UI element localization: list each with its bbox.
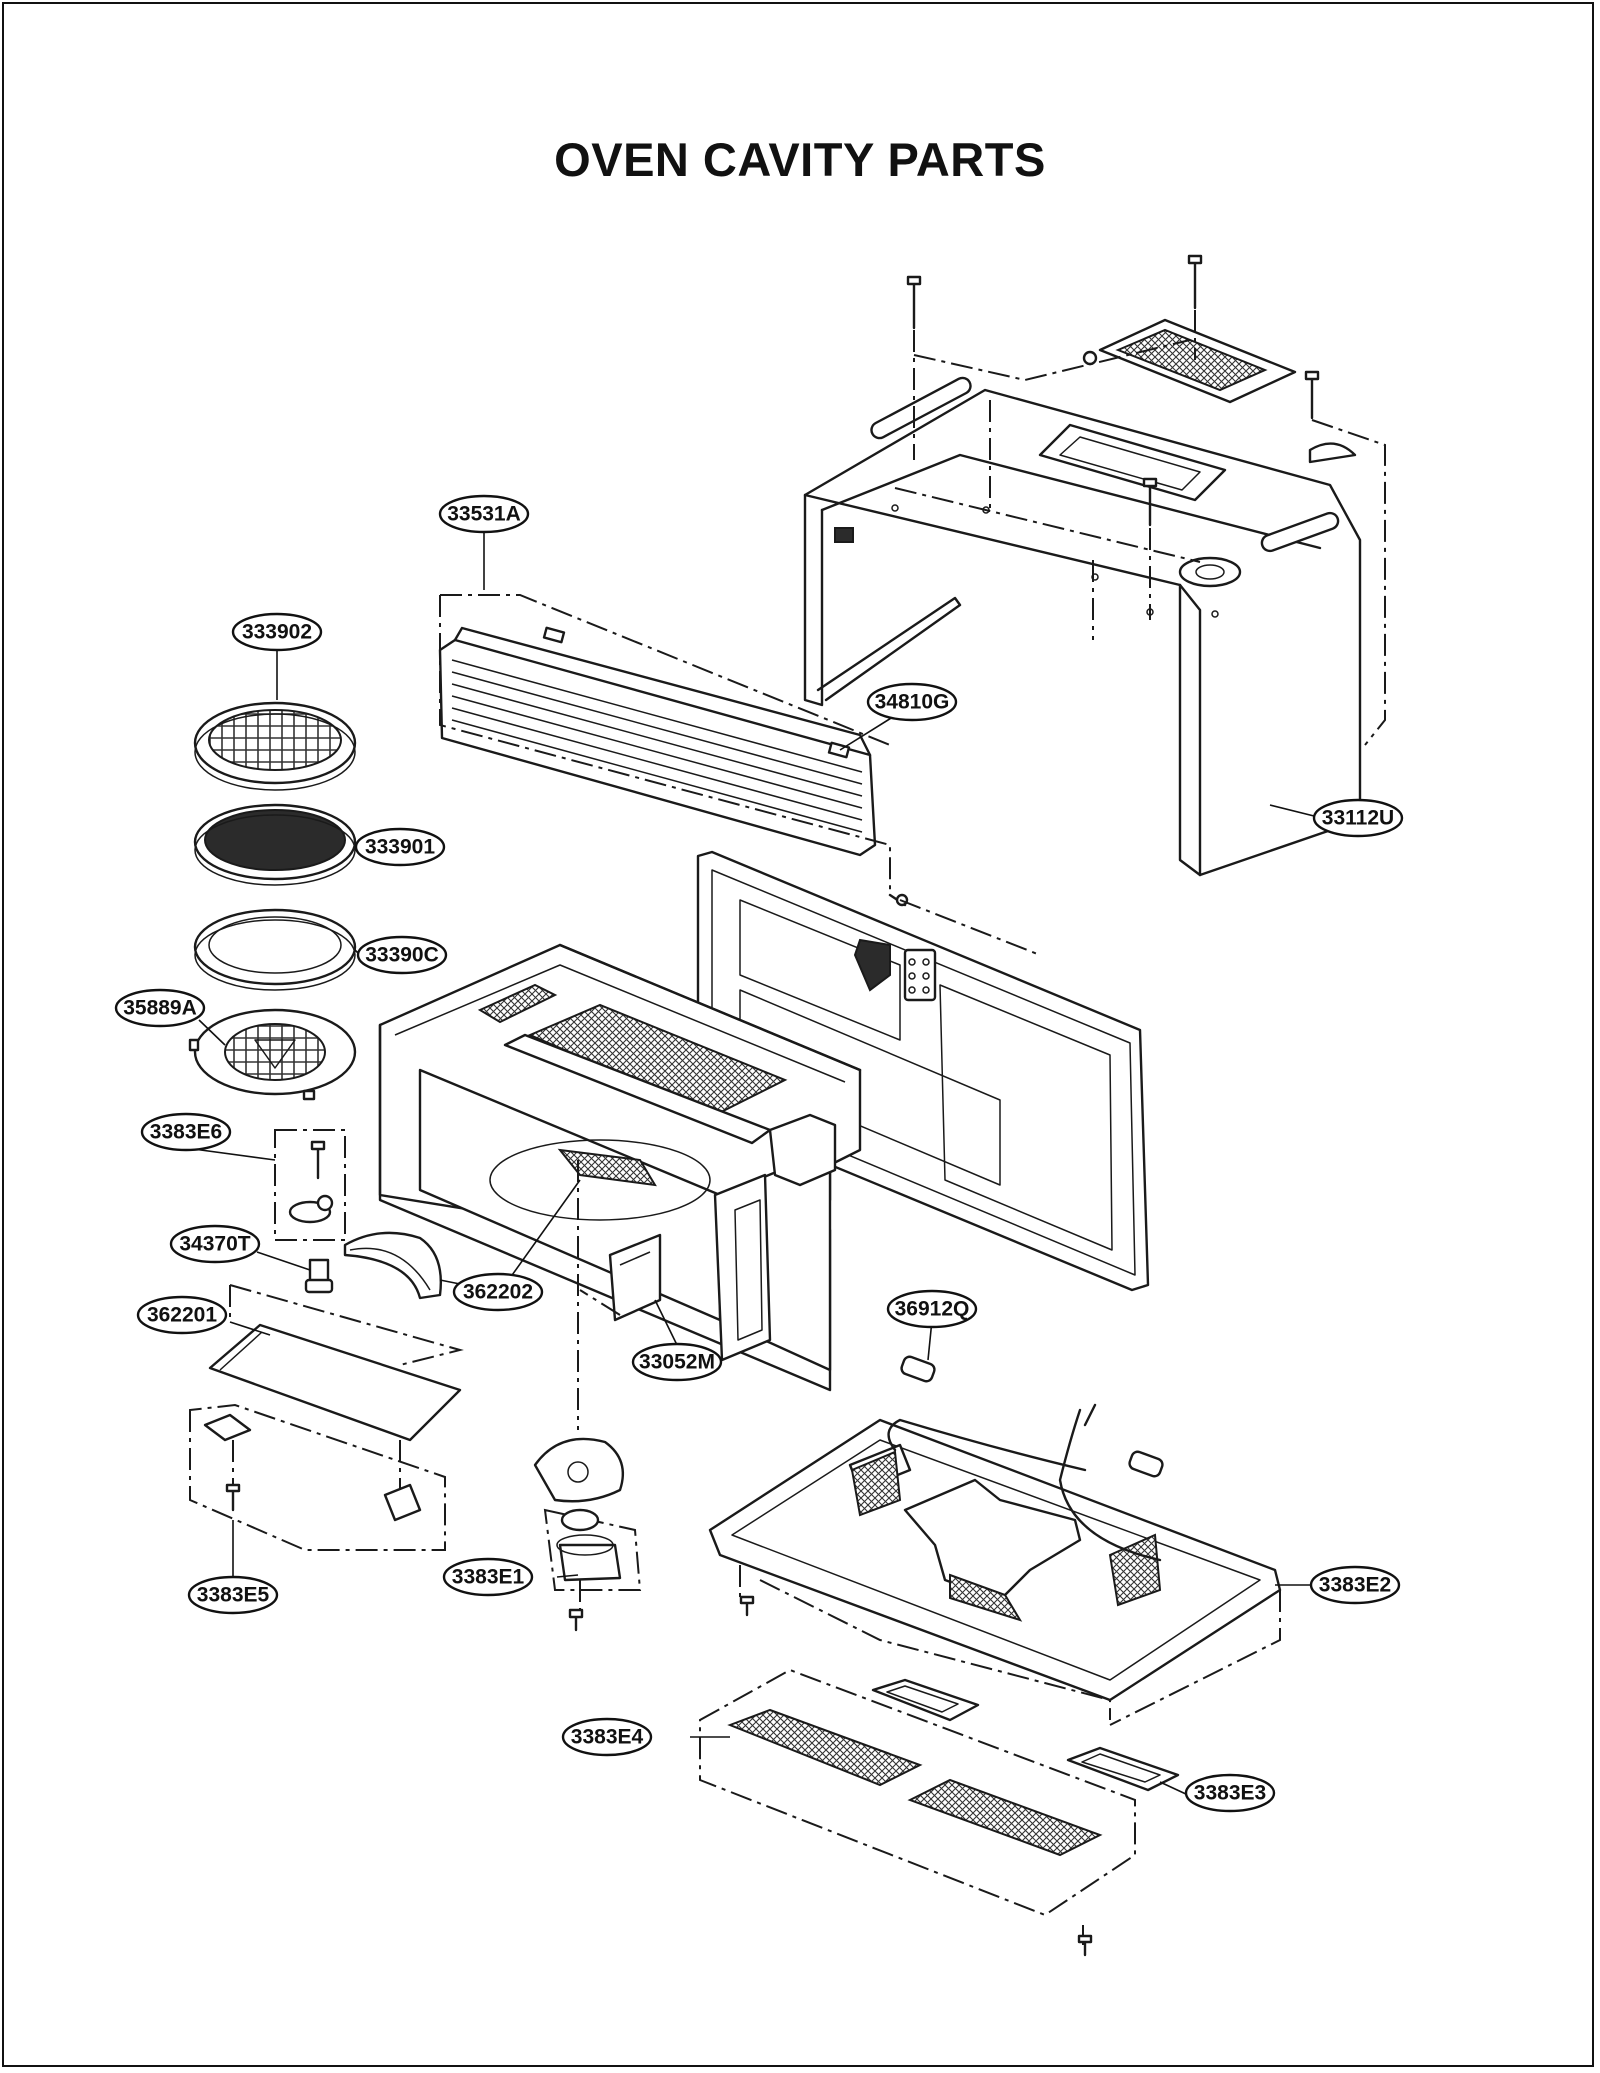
- callout-3383E1: 3383E1: [442, 1557, 534, 1597]
- svg-text:34370T: 34370T: [179, 1233, 250, 1256]
- roller-ring-drawing: [193, 908, 357, 991]
- diagram-title: OVEN CAVITY PARTS: [554, 133, 1046, 186]
- callout-362201: 362201: [136, 1295, 228, 1335]
- vent-grille-drawing: [438, 594, 909, 907]
- shaft-drawing: [304, 1258, 334, 1294]
- cabinet-screws-drawing: [894, 254, 1386, 746]
- lamp-cover-drawing: [343, 1231, 442, 1300]
- callout-3383E2: 3383E2: [1309, 1565, 1401, 1605]
- callout-36912Q: 36912Q: [886, 1289, 978, 1329]
- svg-text:3383E1: 3383E1: [452, 1566, 525, 1589]
- svg-text:35889A: 35889A: [123, 997, 197, 1020]
- top-bracket-drawing: [1082, 318, 1357, 464]
- svg-text:333901: 333901: [365, 836, 435, 859]
- lamp-bulb-drawing: [900, 1355, 1164, 1478]
- coupler-plate-drawing: [188, 1008, 357, 1101]
- callout-33390C: 33390C: [356, 935, 448, 975]
- callout-3383E5: 3383E5: [187, 1575, 279, 1615]
- callout-3383E6: 3383E6: [140, 1112, 232, 1152]
- svg-text:362201: 362201: [147, 1304, 217, 1327]
- callout-33112U: 33112U: [1312, 798, 1404, 838]
- back-panel-drawing: [696, 850, 1150, 1292]
- svg-text:3383E5: 3383E5: [197, 1584, 270, 1607]
- svg-text:3383E2: 3383E2: [1319, 1574, 1391, 1597]
- turntable-motor-drawing: [533, 1160, 642, 1632]
- svg-text:36912Q: 36912Q: [895, 1298, 970, 1321]
- callout-34810G: 34810G: [866, 682, 958, 722]
- svg-text:333902: 333902: [242, 621, 312, 644]
- glass-plate-drawing: [189, 1284, 464, 1551]
- svg-text:3383E6: 3383E6: [150, 1121, 222, 1144]
- callout-333902: 333902: [231, 612, 323, 652]
- coupler-bracket-drawing: [274, 1129, 346, 1241]
- callout-3383E4: 3383E4: [561, 1717, 653, 1757]
- outer-case-drawing: [803, 376, 1362, 877]
- svg-text:33531A: 33531A: [447, 503, 521, 526]
- glass-tray-drawing: [193, 803, 357, 886]
- grill-rack-drawing: [193, 701, 357, 791]
- callout-34370T: 34370T: [169, 1224, 261, 1264]
- callout-33531A: 33531A: [438, 494, 530, 534]
- callout-33052M: 33052M: [631, 1342, 723, 1382]
- callout-362202: 362202: [452, 1272, 544, 1312]
- svg-text:33390C: 33390C: [365, 944, 439, 967]
- svg-text:3383E3: 3383E3: [1194, 1782, 1266, 1805]
- svg-text:34810G: 34810G: [875, 691, 950, 714]
- base-plate-drawing: [708, 1408, 1282, 1726]
- svg-text:33112U: 33112U: [1322, 807, 1394, 830]
- svg-text:3383E4: 3383E4: [571, 1726, 644, 1749]
- svg-text:33052M: 33052M: [639, 1351, 715, 1374]
- callout-3383E3: 3383E3: [1184, 1773, 1276, 1813]
- grease-filters-drawing: [699, 1668, 1180, 1957]
- callout-35889A: 35889A: [114, 988, 206, 1028]
- callout-333901: 333901: [354, 827, 446, 867]
- svg-text:362202: 362202: [463, 1281, 533, 1304]
